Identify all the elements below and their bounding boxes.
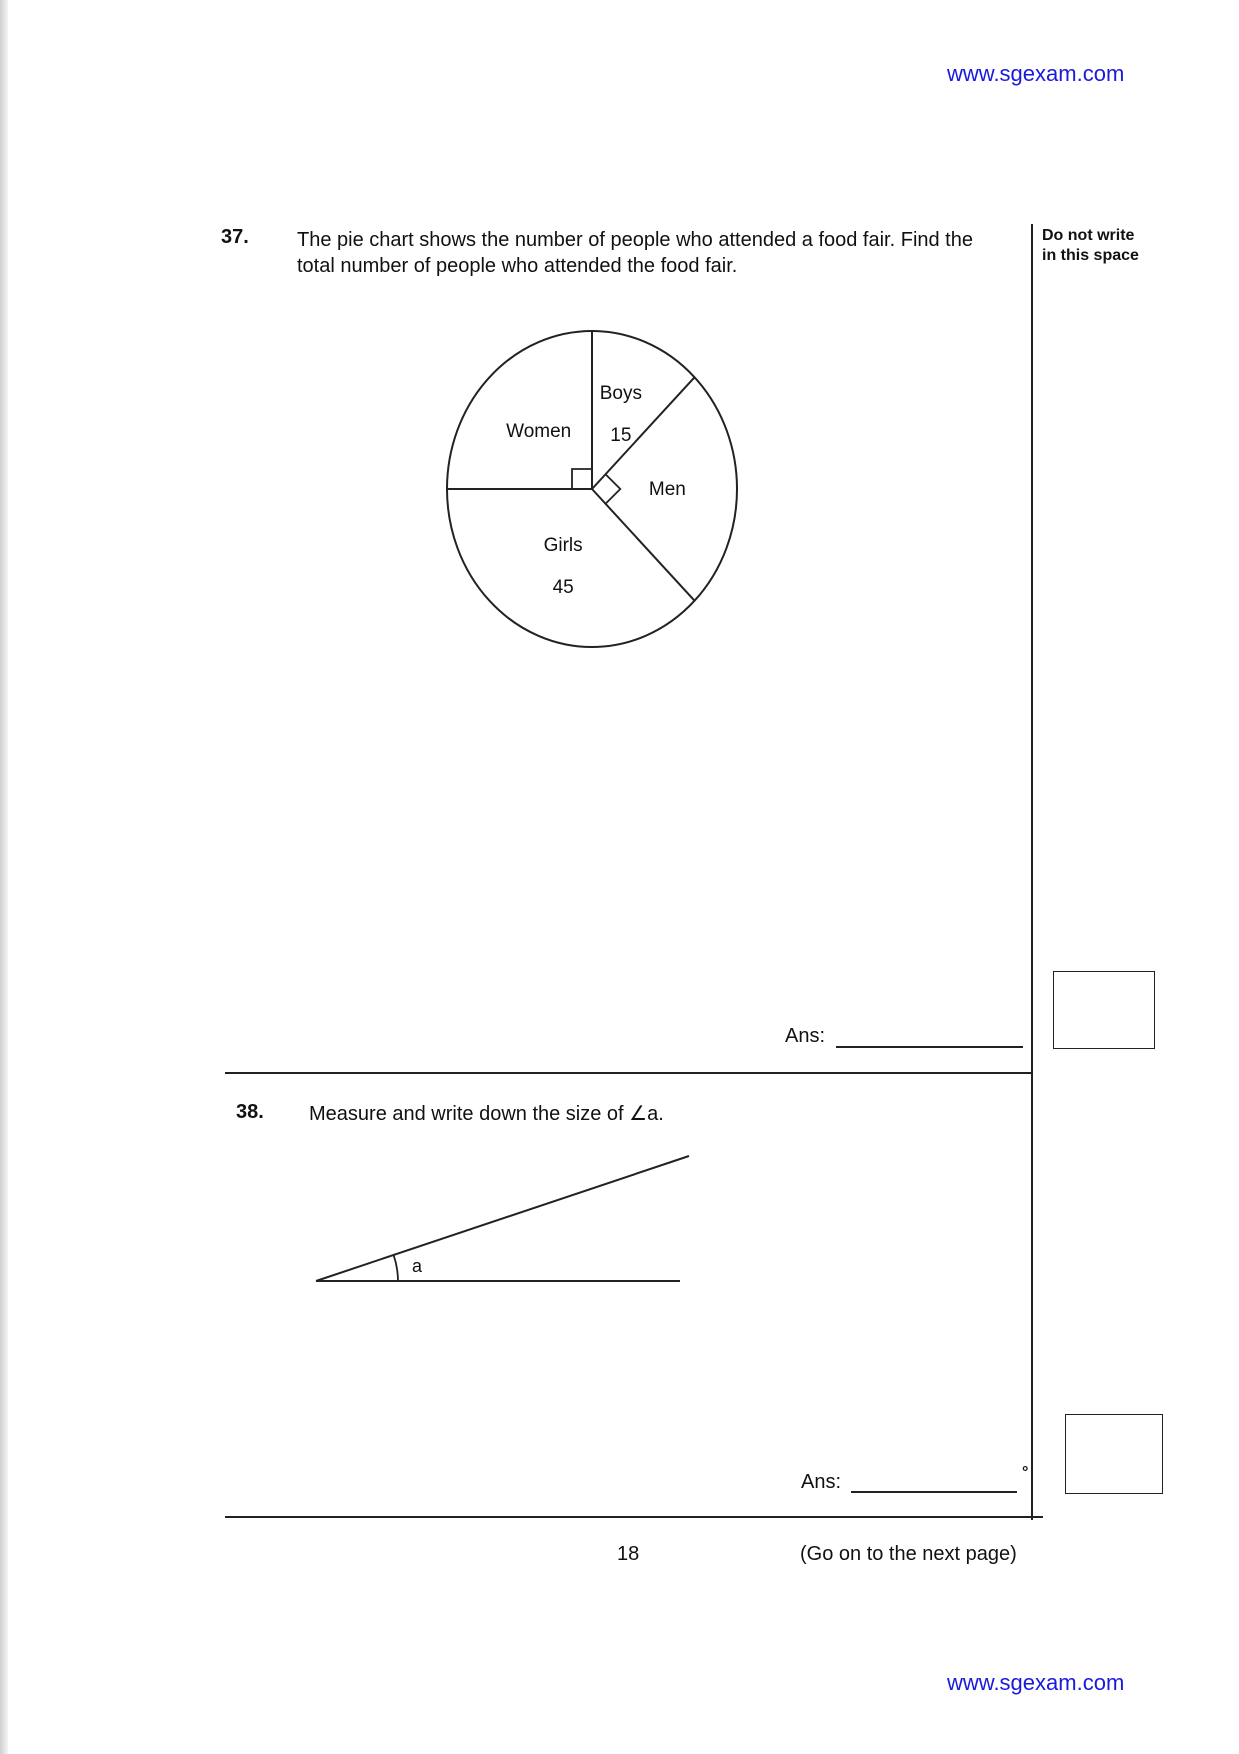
footer-site-url[interactable]: www.sgexam.com xyxy=(947,1670,1125,1695)
pie-label-boys: Boys xyxy=(600,383,642,404)
question-37-text: The pie chart shows the number of people… xyxy=(297,227,1027,279)
right-angle-marker-men xyxy=(605,474,622,504)
pie-label-women: Women xyxy=(506,421,571,442)
question-38-number: 38. xyxy=(236,1101,264,1123)
pie-value-boys: 15 xyxy=(610,425,631,446)
question-37-answer-line[interactable] xyxy=(836,1046,1023,1048)
scan-page-edge xyxy=(0,0,8,1754)
question-38-answer-label: Ans: xyxy=(801,1471,842,1493)
margin-note: Do not write in this space xyxy=(1042,226,1139,266)
angle-diagram: a xyxy=(315,1155,690,1282)
question-divider xyxy=(225,1072,1033,1074)
page-number: 18 xyxy=(617,1543,640,1565)
header-site-url[interactable]: www.sgexam.com xyxy=(947,61,1125,86)
continue-note: (Go on to the next page) xyxy=(800,1543,1017,1565)
right-angle-marker-women xyxy=(571,468,592,489)
question-37-text-line-1: The pie chart shows the number of people… xyxy=(297,229,973,251)
pie-label-girls: Girls xyxy=(544,535,583,556)
margin-note-line-1: Do not write xyxy=(1042,227,1135,244)
pie-boundary-2 xyxy=(591,376,696,490)
margin-note-line-2: in this space xyxy=(1042,247,1139,264)
question-38-text: Measure and write down the size of ∠a. xyxy=(309,1103,664,1125)
angle-arc xyxy=(392,1254,399,1282)
degree-symbol: ° xyxy=(1022,1464,1029,1481)
angle-upper-arm xyxy=(315,1155,690,1282)
margin-rule xyxy=(1031,224,1033,1520)
pie-value-girls: 45 xyxy=(553,577,574,598)
angle-label: a xyxy=(412,1256,423,1276)
question-37-answer-label: Ans: xyxy=(785,1025,826,1047)
pie-label-men: Men xyxy=(649,479,686,500)
question-37-score-box[interactable] xyxy=(1053,971,1155,1049)
question-38-answer-line[interactable] xyxy=(851,1491,1017,1493)
question-37-number: 37. xyxy=(221,226,249,248)
question-37-text-line-2: total number of people who attended the … xyxy=(297,255,738,277)
bottom-rule xyxy=(225,1516,1043,1518)
pie-boundary-3 xyxy=(591,488,696,602)
question-38-score-box[interactable] xyxy=(1065,1414,1163,1494)
